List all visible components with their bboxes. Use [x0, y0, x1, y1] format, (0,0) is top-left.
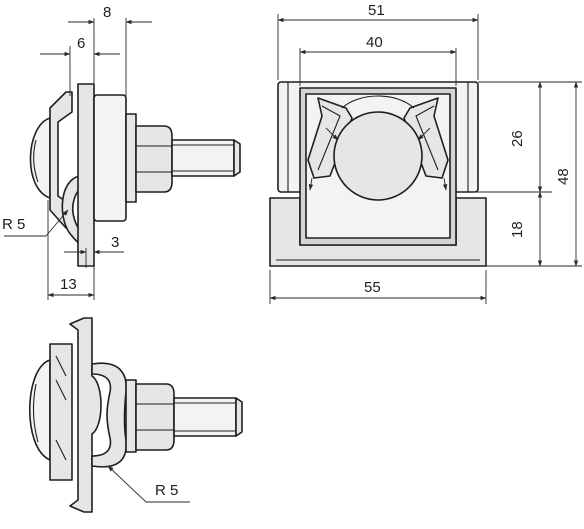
- front-round-hole: [333, 111, 423, 201]
- front-spring-arm-right: [403, 97, 449, 179]
- lower-hex-nut: [135, 383, 175, 451]
- dim-label-8: 8: [103, 4, 111, 21]
- front-spring-arm-left: [307, 97, 353, 179]
- side-washer-block: [93, 94, 127, 222]
- dim-label-18: 18: [509, 221, 526, 238]
- lower-bolt: [173, 397, 237, 437]
- dim-label-3: 3: [111, 234, 119, 251]
- dim-label-48: 48: [555, 168, 572, 185]
- dim-label-13: 13: [60, 276, 77, 293]
- dim-label-26: 26: [509, 130, 526, 147]
- side-view: 8 6 R 5 3 13: [2, 4, 241, 300]
- lower-dome: [28, 359, 51, 461]
- dim-label-r5-side: R 5: [2, 216, 25, 233]
- dim-label-r5-lower: R 5: [155, 482, 178, 499]
- lower-clamp-plate: [69, 317, 102, 513]
- side-dome: [29, 117, 51, 199]
- dim-label-51: 51: [368, 2, 385, 19]
- lower-cap-rim: [49, 343, 73, 481]
- lower-side-view: R 5: [28, 317, 243, 513]
- side-hex-nut: [135, 125, 173, 193]
- front-view: 51 40 26 18 48 55: [269, 2, 582, 304]
- dim-label-55: 55: [364, 279, 381, 296]
- side-clamp-plate: [77, 83, 95, 267]
- side-bolt: [171, 139, 235, 177]
- dim-label-40: 40: [366, 34, 383, 51]
- dim-label-6: 6: [77, 35, 85, 52]
